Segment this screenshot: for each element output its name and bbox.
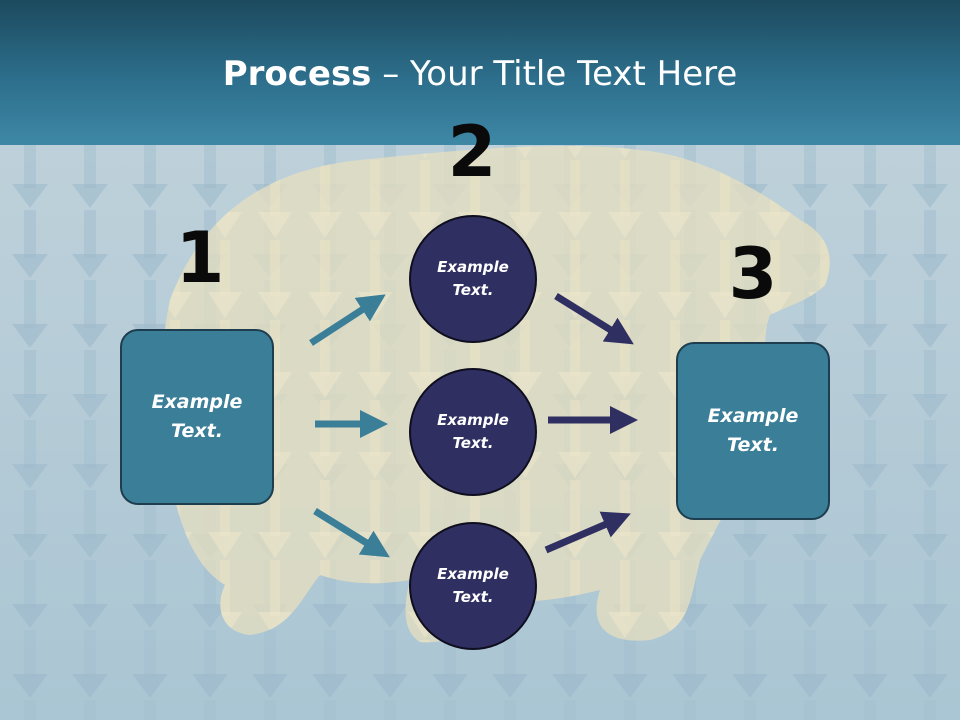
step-number-2: 2 xyxy=(447,111,497,193)
output-box-label: Example Text. xyxy=(708,402,799,460)
arrow-bottom-to-output xyxy=(544,511,631,554)
circle-middle-line-2: Text. xyxy=(452,434,494,452)
output-box-line-2: Text. xyxy=(727,434,779,456)
input-box: Example Text. xyxy=(120,329,274,505)
output-box-line-1: Example xyxy=(707,405,799,427)
process-circle-bottom: Example Text. xyxy=(409,522,537,650)
circle-bottom-line-2: Text. xyxy=(452,588,494,606)
circle-bottom-line-1: Example xyxy=(437,565,509,583)
input-box-line-1: Example xyxy=(151,391,243,413)
title-rest: – Your Title Text Here xyxy=(371,54,738,94)
circle-middle-line-1: Example xyxy=(437,411,509,429)
title-bar xyxy=(0,0,960,145)
step-number-1: 1 xyxy=(175,217,225,299)
process-circle-top: Example Text. xyxy=(409,215,537,343)
slide-title: Process – Your Title Text Here xyxy=(0,52,960,96)
input-box-label: Example Text. xyxy=(152,388,243,446)
arrow-top-to-output xyxy=(554,293,634,345)
circle-top-line-2: Text. xyxy=(452,281,494,299)
process-circle-middle: Example Text. xyxy=(409,368,537,496)
arrow-box-to-bottom xyxy=(313,508,390,558)
step-number-3: 3 xyxy=(728,233,778,315)
arrow-box-to-top xyxy=(309,294,386,346)
title-bold: Process xyxy=(222,54,372,94)
input-box-line-2: Text. xyxy=(171,420,223,442)
output-box: Example Text. xyxy=(676,342,830,520)
circle-top-line-1: Example xyxy=(437,258,509,276)
